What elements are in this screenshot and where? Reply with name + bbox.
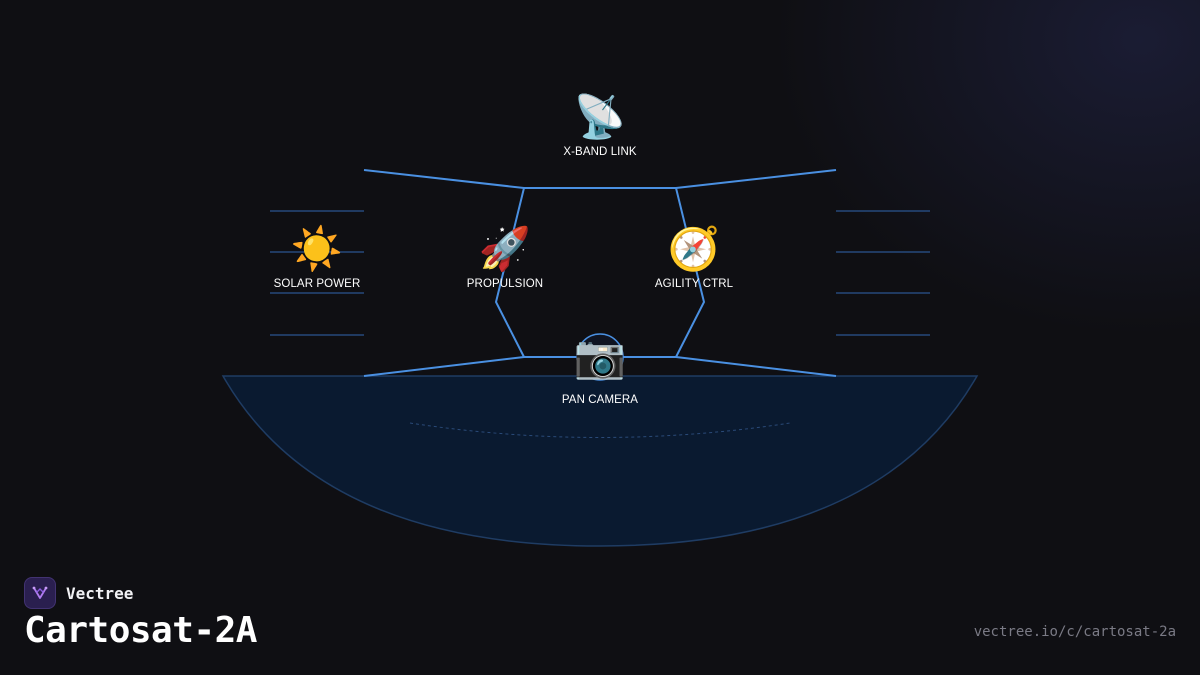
node-xband-link: 📡 X-BAND LINK: [530, 92, 670, 158]
solar-panel-left: [270, 210, 364, 336]
node-label: PROPULSION: [466, 278, 544, 290]
sun-icon: ☀️: [290, 225, 344, 272]
brand: Vectree: [24, 577, 133, 609]
node-agility-ctrl: 🧭 AGILITY CTRL: [624, 224, 764, 290]
camera-ring: [576, 333, 624, 381]
brand-name: Vectree: [66, 583, 134, 603]
source-url[interactable]: vectree.io/c/cartosat-2a: [973, 624, 1176, 640]
earth-bowl: [221, 375, 979, 547]
solar-panel-right: [836, 210, 930, 336]
rocket-icon: 🚀: [478, 225, 532, 272]
page-title: Cartosat-2A: [24, 610, 257, 651]
compass-icon: 🧭: [667, 225, 721, 272]
node-label: X-BAND LINK: [563, 146, 637, 158]
node-propulsion: 🚀 PROPULSION: [435, 224, 575, 290]
orbit-dashed-arc: [409, 422, 791, 438]
node-label: PAN CAMERA: [561, 394, 639, 406]
node-solar-power: ☀️ SOLAR POWER: [247, 224, 387, 290]
node-pan-camera: 📷 PAN CAMERA: [530, 332, 670, 406]
node-label: AGILITY CTRL: [654, 278, 734, 290]
satellite-bus: [363, 169, 837, 377]
vectree-logo-icon: [24, 577, 56, 609]
camera-icon: 📷: [573, 333, 627, 380]
satellite-antenna-icon: 📡: [573, 93, 627, 140]
node-label: SOLAR POWER: [273, 278, 361, 290]
